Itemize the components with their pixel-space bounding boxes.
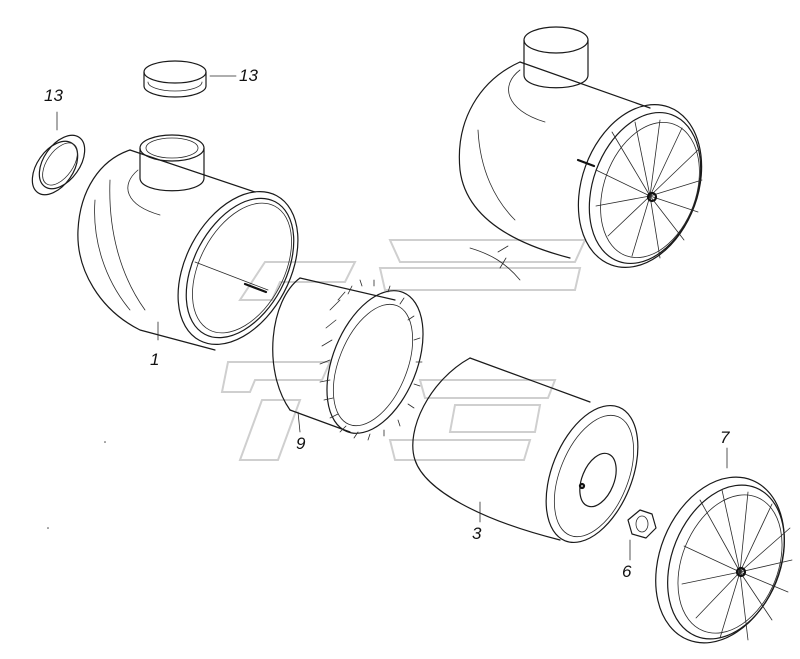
housing-body-1 xyxy=(77,134,299,351)
speck xyxy=(47,527,49,529)
callout-7: 7 xyxy=(720,428,730,447)
callout-6: 6 xyxy=(622,562,632,581)
cap-13-top xyxy=(143,60,237,98)
cover-7 xyxy=(655,447,793,644)
callout-13-top: 13 xyxy=(239,66,258,85)
watermark-logo xyxy=(220,239,587,461)
assembled-housing xyxy=(458,26,703,268)
callout-9: 9 xyxy=(296,434,306,453)
speck xyxy=(104,441,106,443)
assembly-arrow xyxy=(469,245,521,281)
safety-filter-9 xyxy=(272,277,424,441)
callout-13-left: 13 xyxy=(44,86,63,105)
callout-3: 3 xyxy=(472,524,482,543)
seal-ring-13-left xyxy=(31,111,86,196)
callout-1: 1 xyxy=(150,350,160,369)
wing-nut-6 xyxy=(627,509,657,561)
main-filter-element-3 xyxy=(412,357,639,544)
